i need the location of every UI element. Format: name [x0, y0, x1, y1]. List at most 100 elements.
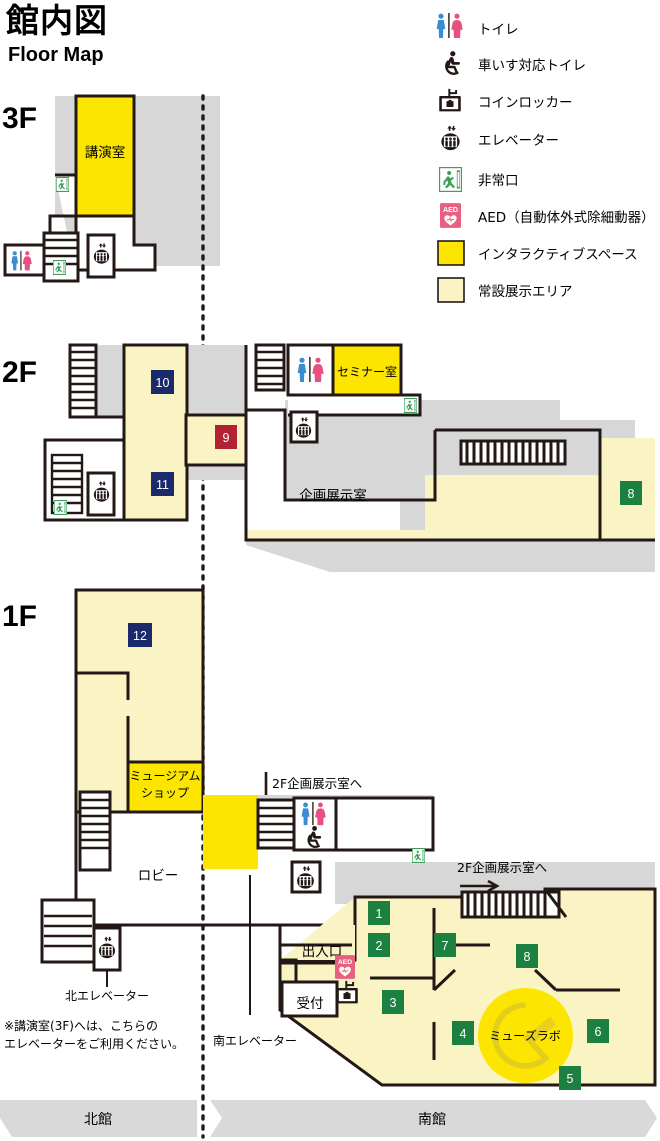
marker-label: 6 — [595, 1025, 602, 1039]
floor-label-3f: 3F — [2, 102, 37, 135]
marker-label: 2 — [376, 939, 383, 953]
marker-1[interactable]: 1 — [368, 901, 390, 925]
muse-lab-label: ミューズラボ — [489, 1028, 560, 1043]
floor-label-2f: 2F — [2, 356, 37, 389]
page-title-jp: 館内図 — [5, 1, 108, 40]
marker-2[interactable]: 2 — [368, 933, 390, 957]
1f-entrance-label: 出入口 — [302, 944, 343, 960]
note-line-1: ※講演室(3F)へは、こちらの — [4, 1019, 158, 1033]
floor-label-1f: 1F — [2, 600, 37, 633]
3f-room-lecture — [74, 94, 136, 218]
marker-label: 12 — [133, 629, 147, 643]
page-title-en: Floor Map — [8, 44, 104, 66]
marker-7[interactable]: 7 — [434, 933, 456, 957]
1f-room-museum-shop — [126, 760, 205, 814]
legend-label: 常設展示エリア — [478, 284, 573, 300]
marker-3[interactable]: 3 — [382, 990, 404, 1014]
emergency-exit-icon — [404, 398, 417, 413]
1f-stair-treads-mid — [259, 806, 293, 842]
floor-plan-1f: ミュージアム ショップ ロビー 北エレベーター ※講演室(3F)へは、こちらの … — [4, 588, 657, 1090]
emergency-exit-icon — [439, 167, 462, 192]
wing-band-north-tip — [185, 1100, 197, 1137]
legend-label: AED（自動体外式除細動器） — [478, 210, 655, 226]
coin-locker-icon — [439, 88, 461, 112]
legend-item-coin-locker: コインロッカー — [439, 88, 573, 112]
legend-item-aed: AED（自動体外式除細動器） — [440, 203, 655, 228]
marker-label: 8 — [524, 950, 531, 964]
legend-item-interactive-space: インタラクティブスペース — [437, 240, 638, 266]
marker-label: 8 — [628, 487, 635, 501]
legend-label: トイレ — [478, 22, 519, 38]
2f-stairs-east — [459, 439, 567, 466]
note-line-2: エレベーターをご利用ください。 — [4, 1036, 184, 1051]
legend-label: エレベーター — [478, 133, 559, 149]
1f-shop-label-2: ショップ — [141, 786, 189, 800]
2f-gray-g — [246, 540, 655, 572]
marker-4[interactable]: 4 — [452, 1021, 474, 1045]
1f-interactive-connector — [203, 795, 258, 869]
1f-stair-treads-west — [81, 798, 109, 850]
2f-inner-walls-2 — [435, 428, 602, 540]
legend-label: コインロッカー — [478, 95, 573, 111]
1f-stair-treads-sw — [44, 914, 92, 948]
restroom-icon — [436, 13, 463, 38]
1f-stair-treads-east — [466, 892, 547, 917]
direction-arrow-right-icon — [460, 879, 500, 893]
1f-restroom-room — [292, 796, 338, 852]
2f-stairs-north — [68, 343, 98, 419]
2f-exhibition-label: 企画展示室 — [299, 488, 367, 504]
2f-ne-corridor — [288, 393, 422, 417]
legend-label: インタラクティブスペース — [478, 246, 638, 263]
legend-item-emergency-exit: 非常口 — [439, 167, 519, 192]
swatch-bright-yellow — [437, 240, 465, 266]
2f-inner-walls — [246, 408, 437, 502]
marker-6[interactable]: 6 — [587, 1019, 609, 1043]
floor-plan-2f: セミナー室 企画展示室 10 11 9 — [43, 343, 655, 572]
marker-8-2f[interactable]: 8 — [620, 481, 642, 505]
1f-reception-label: 受付 — [297, 996, 324, 1012]
marker-label: 11 — [156, 478, 169, 492]
emergency-exit-icon — [56, 177, 69, 192]
marker-8-1f[interactable]: 8 — [516, 944, 538, 968]
2f-stair-treads-ne — [257, 350, 283, 386]
marker-label: 10 — [156, 376, 170, 390]
2f-gray-b — [186, 345, 246, 417]
aed-icon — [440, 203, 461, 228]
legend-item-restroom: トイレ — [436, 13, 519, 38]
marker-12[interactable]: 12 — [128, 623, 152, 647]
1f-mid-room — [334, 796, 435, 852]
legend-item-permanent-exhibit: 常設展示エリア — [437, 277, 573, 303]
legend-label: 非常口 — [478, 173, 519, 189]
wing-label-north: 北館 — [84, 1112, 112, 1128]
direction-label-down: 2F企画展示室へ — [272, 776, 362, 791]
marker-11[interactable]: 11 — [151, 472, 174, 496]
marker-9[interactable]: 9 — [215, 425, 237, 449]
marker-5[interactable]: 5 — [559, 1066, 581, 1090]
marker-10[interactable]: 10 — [151, 370, 174, 394]
2f-stair-treads-east — [465, 441, 560, 464]
1f-north-elevator-shaft[interactable] — [92, 926, 122, 972]
1f-shop-label-1: ミュージアム — [130, 769, 201, 783]
legend-item-wheelchair-restroom: 車いす対応トイレ — [445, 51, 586, 75]
legend-item-elevator: エレベーター — [441, 125, 559, 151]
marker-label: 1 — [376, 907, 383, 921]
legend-label: 車いす対応トイレ — [478, 58, 586, 74]
marker-label: 4 — [460, 1027, 467, 1041]
elevator-icon — [441, 125, 460, 151]
3f-room-label: 講演室 — [85, 145, 126, 161]
1f-sw-stairbox — [40, 898, 96, 964]
emergency-exit-icon — [53, 260, 66, 275]
wing-band-south-shape — [210, 1100, 657, 1137]
emergency-exit-icon — [54, 500, 67, 515]
swatch-pale-yellow — [437, 277, 465, 303]
2f-stair-treads-sw — [52, 461, 82, 505]
wing-band-north-shape — [0, 1100, 197, 1137]
2f-exhibit-band — [246, 475, 655, 540]
marker-label: 7 — [442, 939, 449, 953]
marker-label: 5 — [567, 1072, 574, 1086]
marker-label: 9 — [223, 431, 230, 445]
aed-icon[interactable] — [335, 955, 355, 979]
2f-stair-treads-north — [71, 350, 95, 410]
